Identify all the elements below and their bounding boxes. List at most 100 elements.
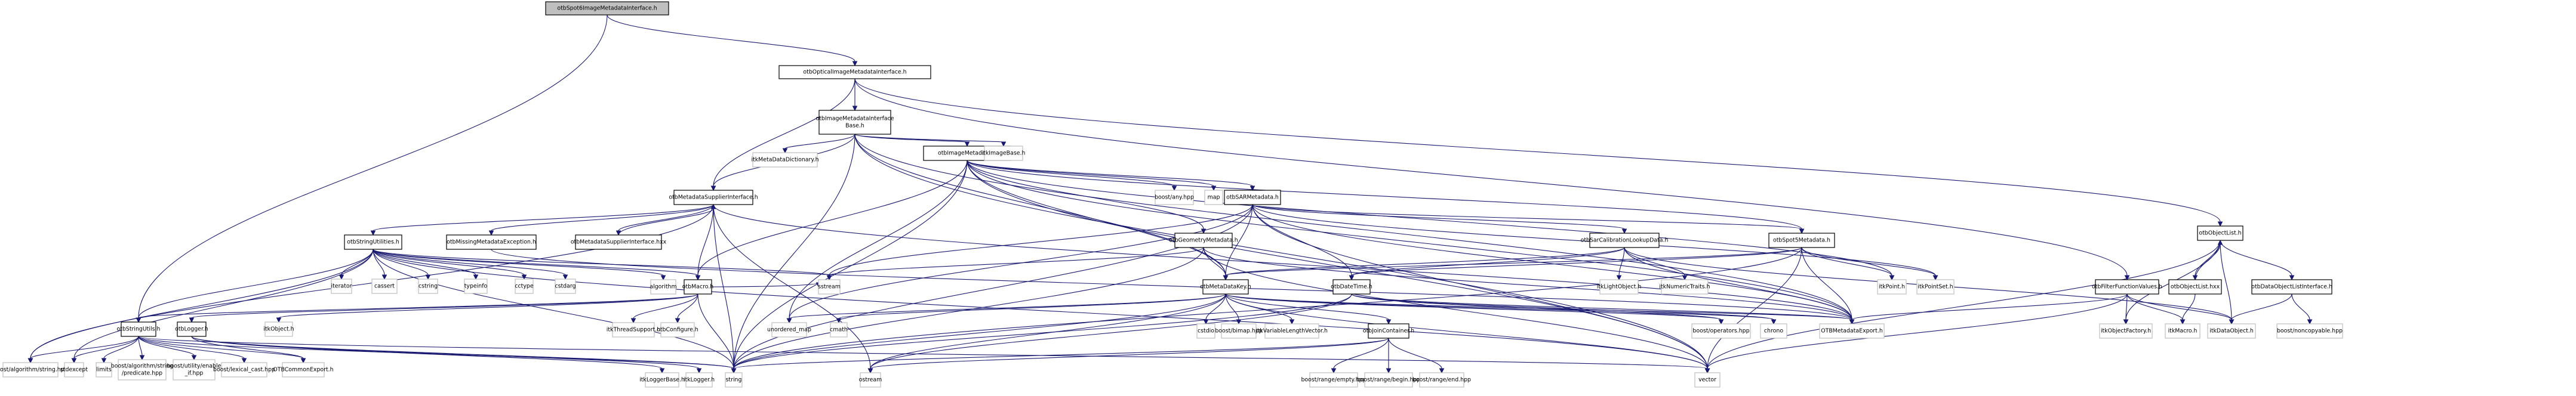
arrowhead-icon bbox=[1331, 368, 1337, 374]
node-otbgeometrymetadata-h[interactable]: otbGeometryMetadata.h bbox=[1169, 233, 1238, 248]
edge-strutilities-to-cstring bbox=[373, 249, 431, 280]
edge-spot5md-to-datetime bbox=[1349, 247, 1802, 281]
node-otbfilterfunctionvalues-h[interactable]: otbFilterFunctionValues.h bbox=[2092, 279, 2162, 295]
node-itkloggerbase-h: itkLoggerBase.h bbox=[639, 372, 685, 388]
arrowhead-icon bbox=[1386, 368, 1392, 374]
edge-line bbox=[854, 78, 2128, 276]
edge-line bbox=[967, 160, 1175, 187]
edge-line bbox=[2182, 293, 2196, 320]
node-box bbox=[2251, 279, 2332, 295]
node-box bbox=[418, 279, 438, 294]
arrowhead-icon bbox=[630, 318, 636, 324]
arrowhead-icon bbox=[338, 274, 344, 280]
node-otbjoincontainer-h[interactable]: otbJoinContainer.h bbox=[1363, 323, 1414, 339]
node-label: itkObjectFactory.h bbox=[2101, 328, 2151, 335]
node-label: boost/noncopyable.hpp bbox=[2277, 328, 2343, 335]
node-otbsarmetadata-h[interactable]: otbSARMetadata.h bbox=[1224, 190, 1281, 205]
node-otbmetadatasupplierinterface-h[interactable]: otbMetadataSupplierInterface.h bbox=[669, 190, 758, 205]
edge-otbmacro-to-itkobject bbox=[276, 293, 698, 323]
edge-objectlist-to-dataobjlist bbox=[2220, 240, 2295, 281]
node-box bbox=[2095, 279, 2159, 295]
node-otbstringutils-h[interactable]: otbStringUtils.h bbox=[117, 321, 161, 337]
edge-mdkey-to-boostoperators bbox=[1225, 293, 1724, 325]
node-box bbox=[673, 190, 753, 205]
node-label: otbImageMetadata.h bbox=[938, 150, 996, 157]
node-otbdatetime-h[interactable]: otbDateTime.h bbox=[1331, 279, 1372, 295]
node-otbstringutilities-h[interactable]: otbStringUtilities.h bbox=[344, 234, 402, 250]
node-otbspot5metadata-h[interactable]: otbSpot5Metadata.h bbox=[1768, 233, 1835, 248]
node-otbspot6imagemetadatainterface-h[interactable]: otbSpot6ImageMetadataInterface.h bbox=[545, 1, 669, 16]
edge-line bbox=[1618, 247, 1625, 276]
edge-line bbox=[854, 134, 1708, 369]
node-itkdataobject-h: itkDataObject.h bbox=[2207, 323, 2256, 339]
edge-joincontainer-to-ostream bbox=[867, 338, 1389, 374]
node-otblogger-h[interactable]: otbLogger.h bbox=[175, 321, 208, 337]
node-box bbox=[282, 362, 325, 378]
edge-line bbox=[138, 14, 608, 318]
edge-line bbox=[2220, 240, 2232, 320]
edge-sarmd-to-unorderedmap bbox=[786, 204, 1253, 324]
edge-mdsupplier-to-string bbox=[713, 204, 737, 374]
node-otbconfigure-h: otbConfigure.h bbox=[657, 322, 698, 338]
edge-line bbox=[733, 293, 1352, 369]
node-label: itkLoggerBase.h bbox=[639, 377, 685, 383]
edge-mdsupplier-to-boostalgstring bbox=[27, 204, 714, 364]
node-otbobjectlist-hxx[interactable]: otbObjectList.hxx bbox=[2168, 279, 2222, 295]
node-label: boost/algorithm/string.hpp bbox=[0, 367, 68, 373]
node-box bbox=[1202, 279, 1249, 295]
edge-line bbox=[697, 293, 734, 369]
edge-line bbox=[138, 293, 698, 318]
node-box bbox=[2165, 323, 2200, 339]
node-box bbox=[1221, 323, 1257, 339]
node-otbobjectlist-h[interactable]: otbObjectList.h bbox=[2197, 225, 2243, 241]
edge-line bbox=[711, 282, 819, 287]
node-otbsarcalibrationlookupdata-h[interactable]: otbSarCalibrationLookupData.h bbox=[1581, 233, 1669, 248]
edge-otbmacro-to-itkthread bbox=[630, 293, 698, 324]
edge-line bbox=[870, 293, 1352, 369]
arrowhead-icon bbox=[488, 230, 494, 236]
node-map: map bbox=[1204, 190, 1223, 205]
edge-strutils-to-stdexcept bbox=[71, 336, 139, 364]
node-otbdataobjectlistinterface-h[interactable]: otbDataObjectListInterface.h bbox=[2251, 279, 2332, 295]
edge-joincontainer-to-rangeempty bbox=[1331, 338, 1389, 374]
node-box bbox=[818, 279, 841, 295]
node-otbmacro-h[interactable]: otbMacro.h bbox=[682, 279, 714, 295]
node-otbmetadataexport-h: OTBMetadataExport.h bbox=[1819, 323, 1885, 339]
node-ostream: ostream bbox=[859, 372, 882, 388]
node-boost-algorithm-string-hpp: boost/algorithm/string.hpp bbox=[0, 362, 68, 378]
node-box bbox=[2168, 279, 2222, 295]
node-otbopticalimagemetadatainterface-h[interactable]: otbOpticalImageMetadataInterface.h bbox=[778, 65, 931, 79]
node-unordered-map: unordered_map bbox=[767, 322, 811, 338]
node-box bbox=[371, 279, 398, 294]
node-box bbox=[752, 152, 818, 168]
edge-line bbox=[1225, 293, 1292, 320]
edge-line bbox=[138, 336, 245, 359]
node-cassert: cassert bbox=[371, 279, 398, 294]
edge-line bbox=[967, 160, 1204, 230]
node-otbmissingmetadataexception-h[interactable]: otbMissingMetadataException.h bbox=[446, 234, 537, 250]
edge-line bbox=[191, 336, 734, 369]
node-box bbox=[446, 234, 537, 250]
edge-mdsupplier-to-mdsupplierhxx bbox=[615, 204, 714, 236]
edge-dataobjlist-to-boostnoncopyable bbox=[2291, 293, 2313, 325]
edge-line bbox=[789, 293, 1226, 319]
edge-line bbox=[789, 160, 968, 319]
arrowhead-icon bbox=[2217, 239, 2223, 245]
edge-filterfunc-to-vector bbox=[1704, 293, 2128, 374]
arrowhead-icon bbox=[1439, 368, 1445, 374]
edge-line bbox=[1225, 247, 1625, 276]
edge-line bbox=[2125, 293, 2128, 320]
node-box bbox=[1768, 233, 1835, 248]
edge-mdkey-to-ostream bbox=[867, 293, 1226, 374]
edge-line bbox=[1351, 293, 1722, 320]
arrowhead-icon bbox=[191, 355, 197, 361]
node-algorithm: algorithm bbox=[650, 279, 677, 295]
node-label: otbConfigure.h bbox=[657, 327, 698, 333]
node-otbmetadatakey-h[interactable]: otbMetaDataKey.h bbox=[1200, 279, 1251, 295]
node-otbmetadatasupplierinterface-hxx[interactable]: otbMetadataSupplierInterface.hxx bbox=[571, 234, 667, 250]
node-box bbox=[1819, 323, 1885, 339]
edge-line bbox=[733, 338, 1389, 369]
node-label: otbObjectList.hxx bbox=[2171, 284, 2220, 290]
arrowhead-icon bbox=[1289, 319, 1295, 325]
